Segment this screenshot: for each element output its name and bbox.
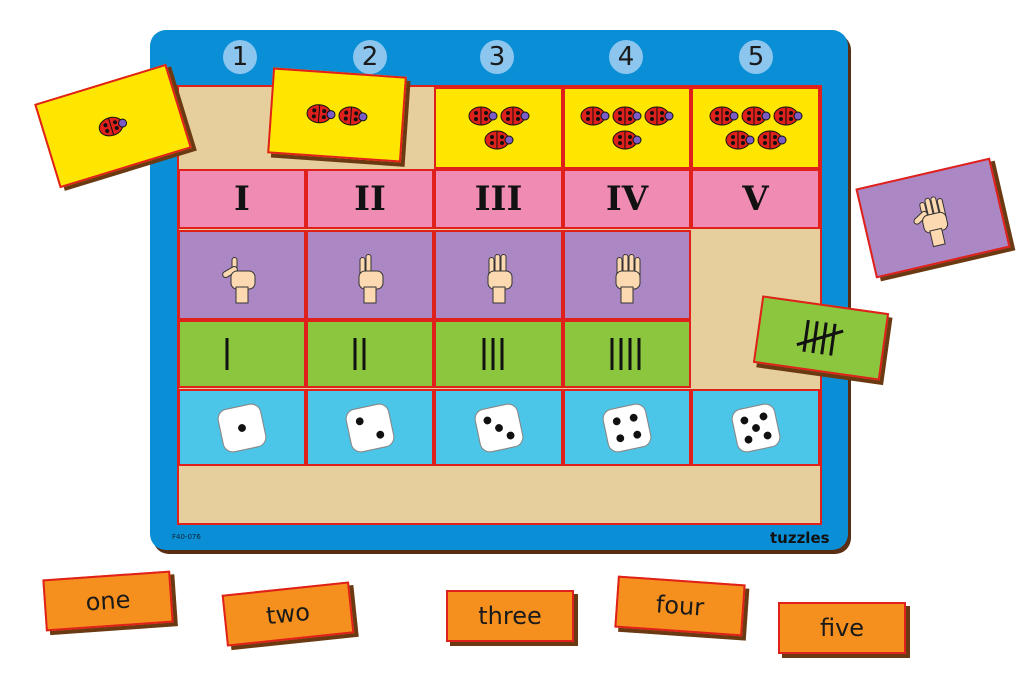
roman-numeral-label: II [354, 179, 386, 219]
ladybug-icon [577, 105, 677, 151]
ladybug-icon [291, 101, 382, 129]
roman-numeral-label: IV [605, 179, 649, 219]
hand-icon [217, 245, 267, 305]
column-number: 3 [480, 40, 514, 74]
ladybug-piece[interactable] [267, 67, 407, 163]
dice-piece[interactable] [306, 389, 434, 466]
tally-piece[interactable] [178, 320, 306, 388]
roman-numeral-piece[interactable]: I [178, 169, 306, 229]
finger-count-piece[interactable] [178, 230, 306, 320]
finger-count-piece[interactable] [434, 230, 563, 320]
roman-numeral-label: III [474, 179, 523, 219]
tally-marks-icon [474, 332, 524, 376]
finger-count-piece[interactable] [306, 230, 434, 320]
hand-icon [345, 245, 395, 305]
dice-icon [216, 402, 268, 454]
number-word-card[interactable]: four [614, 575, 746, 637]
number-word-card[interactable]: two [221, 581, 355, 647]
tally-piece[interactable] [434, 320, 563, 388]
finger-count-piece[interactable] [855, 157, 1011, 279]
hand-icon [902, 183, 964, 253]
tally-marks-icon [345, 332, 395, 376]
roman-numeral-label: I [234, 179, 250, 219]
roman-numeral-piece[interactable]: V [691, 169, 820, 229]
tally-piece[interactable] [306, 320, 434, 388]
tally-piece[interactable] [563, 320, 691, 388]
dice-piece[interactable] [691, 389, 820, 466]
dice-icon [730, 402, 782, 454]
tally-piece[interactable] [752, 295, 890, 381]
number-word-card[interactable]: three [446, 590, 574, 642]
number-word-card[interactable]: five [778, 602, 906, 654]
dice-icon [473, 402, 525, 454]
dice-piece[interactable] [434, 389, 563, 466]
dice-icon [344, 402, 396, 454]
product-code: F40-076 [172, 533, 201, 541]
ladybug-piece[interactable] [563, 87, 691, 169]
hand-icon [474, 245, 524, 305]
tally-marks-icon [793, 313, 849, 364]
dice-icon [601, 402, 653, 454]
ladybug-piece[interactable] [34, 63, 192, 189]
number-word-card[interactable]: one [42, 570, 174, 632]
dice-piece[interactable] [563, 389, 691, 466]
roman-numeral-piece[interactable]: III [434, 169, 563, 229]
roman-numeral-piece[interactable]: II [306, 169, 434, 229]
roman-numeral-piece[interactable]: IV [563, 169, 691, 229]
ladybug-icon [67, 102, 159, 149]
tally-marks-icon [602, 332, 652, 376]
hand-icon [602, 245, 652, 305]
brand-logo: tuzzles [770, 529, 830, 547]
column-number: 1 [223, 40, 257, 74]
column-number: 5 [739, 40, 773, 74]
finger-count-piece[interactable] [563, 230, 691, 320]
column-number: 2 [353, 40, 387, 74]
ladybug-piece[interactable] [434, 87, 563, 169]
tally-marks-icon [217, 332, 267, 376]
dice-piece[interactable] [178, 389, 306, 466]
ladybug-icon [454, 105, 544, 151]
roman-numeral-label: V [742, 179, 769, 219]
column-number: 4 [609, 40, 643, 74]
ladybug-icon [706, 105, 806, 151]
ladybug-piece[interactable] [691, 87, 820, 169]
